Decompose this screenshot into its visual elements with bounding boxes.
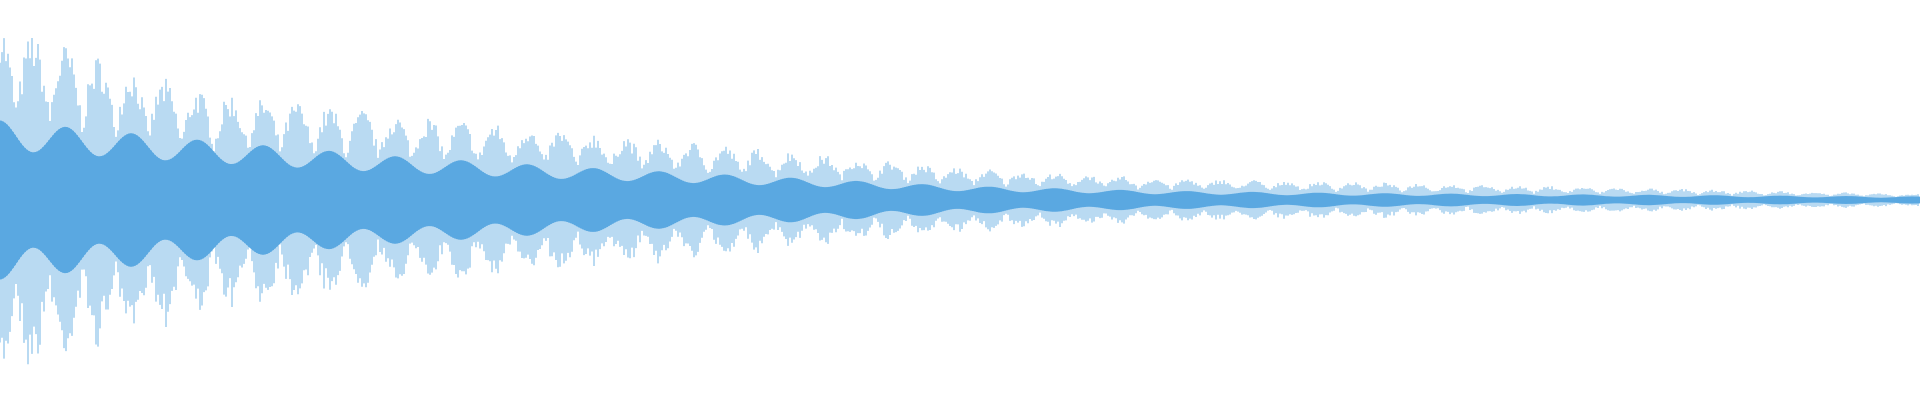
waveform-bars [0,38,1920,365]
waveform-sample-lines [0,38,1919,365]
